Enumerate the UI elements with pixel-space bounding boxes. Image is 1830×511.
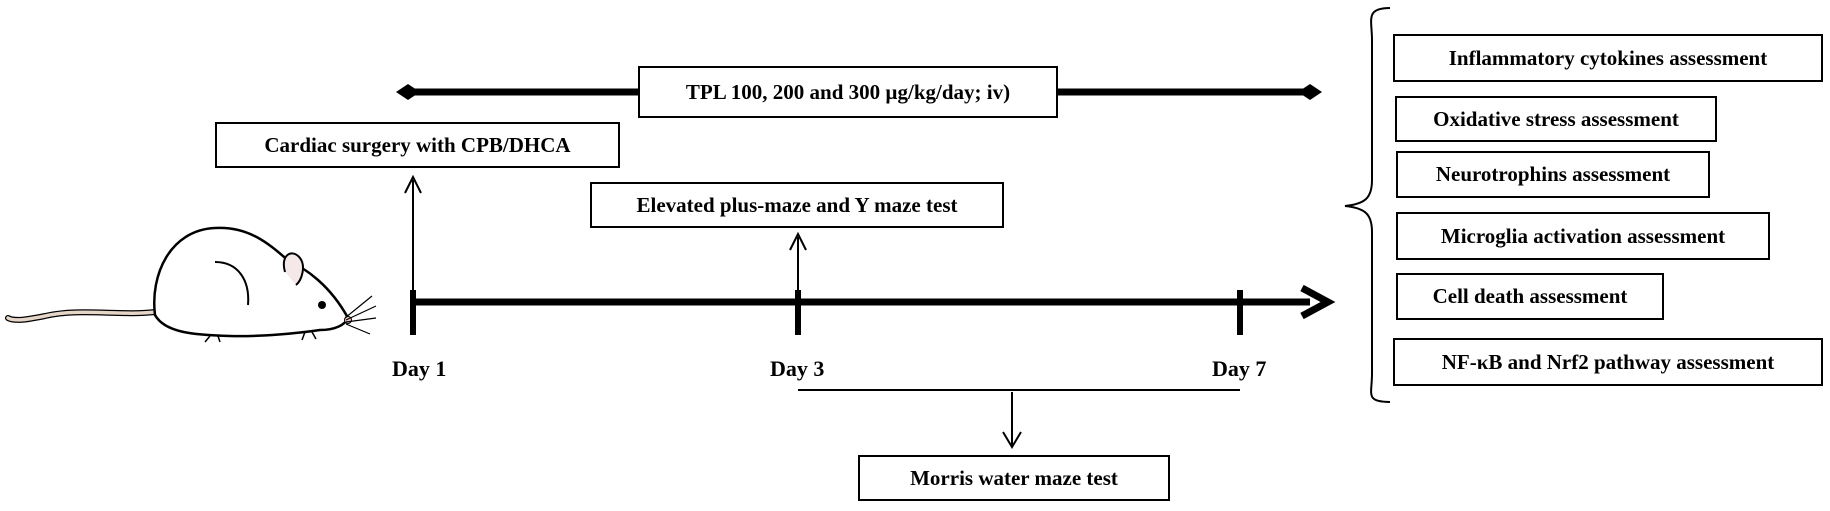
morris-test-label: Morris water maze test (910, 465, 1118, 490)
day7-label: Day 7 (1212, 356, 1267, 381)
morris-test-box: Morris water maze test (858, 455, 1170, 501)
assessment-label: NF-κB and Nrf2 pathway assessment (1441, 349, 1775, 374)
assessment-label: Inflammatory cytokines assessment (1448, 45, 1768, 70)
surgery-label: Cardiac surgery with CPB/DHCA (264, 132, 571, 157)
assessment-box: Cell death assessment (1396, 273, 1664, 320)
treatment-line-left-diamond (396, 84, 420, 100)
assessment-box: Microglia activation assessment (1396, 212, 1770, 260)
assessment-box: Oxidative stress assessment (1395, 96, 1717, 142)
assessment-label: Cell death assessment (1432, 284, 1628, 308)
maze-test-box: Elevated plus-maze and Y maze test (590, 182, 1004, 228)
assessment-label: Oxidative stress assessment (1433, 106, 1679, 131)
assessment-box: Neurotrophins assessment (1396, 151, 1710, 198)
treatment-line-right-diamond (1298, 84, 1322, 100)
day1-label: Day 1 (392, 356, 447, 381)
assessments-brace (1344, 7, 1391, 403)
surgery-box: Cardiac surgery with CPB/DHCA (215, 122, 620, 168)
assessment-label: Neurotrophins assessment (1435, 162, 1671, 186)
assessment-box: NF-κB and Nrf2 pathway assessment (1393, 338, 1823, 386)
maze-test-label: Elevated plus-maze and Y maze test (636, 192, 958, 217)
rat-icon (5, 226, 377, 343)
assessment-label: Microglia activation assessment (1440, 223, 1726, 248)
morris-arrowhead (1002, 431, 1022, 449)
treatment-box: TPL 100, 200 and 300 µg/kg/day; iv) (638, 66, 1058, 118)
maze-arrowhead (789, 231, 807, 251)
timeline-arrowhead (1300, 284, 1336, 320)
day3-label: Day 3 (770, 356, 825, 381)
treatment-label: TPL 100, 200 and 300 µg/kg/day; iv) (685, 79, 1011, 104)
assessment-box: Inflammatory cytokines assessment (1393, 34, 1823, 82)
surgery-arrowhead (404, 174, 422, 194)
